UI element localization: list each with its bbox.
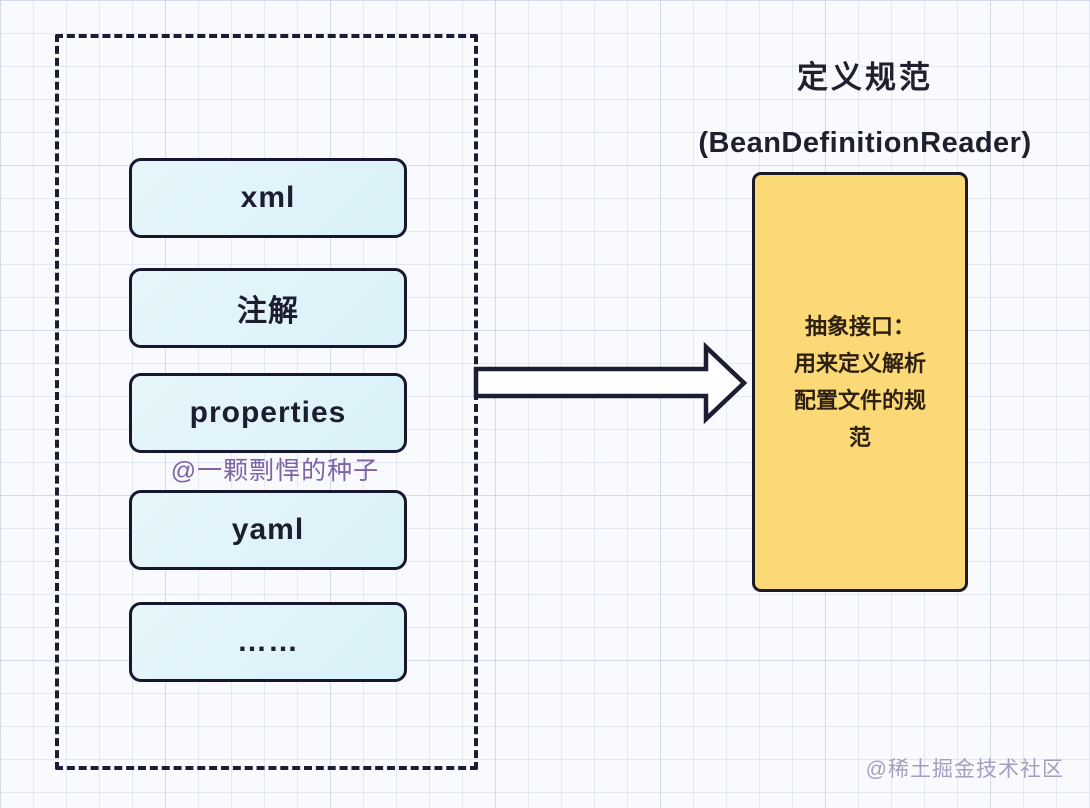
config-source-box-annotation: 注解 xyxy=(129,268,407,348)
config-source-label: …… xyxy=(237,625,299,658)
bean-definition-reader-box: 抽象接口： 用来定义解析 配置文件的规 范 xyxy=(752,172,968,592)
right-arrow-icon xyxy=(473,341,748,425)
config-source-box-yaml: yaml xyxy=(129,490,407,570)
config-source-label: xml xyxy=(240,181,296,214)
config-source-box-properties: properties xyxy=(129,373,407,453)
flow-arrow xyxy=(470,340,755,430)
config-source-label: properties xyxy=(189,396,347,429)
definition-header: 定义规范 (BeanDefinitionReader) xyxy=(645,52,1085,160)
config-source-box-ellipsis: …… xyxy=(129,602,407,682)
config-source-label: yaml xyxy=(231,513,305,546)
config-source-label: 注解 xyxy=(237,295,299,328)
watermark-juejin: @稀土掘金技术社区 xyxy=(865,758,1064,781)
definition-title: 定义规范 xyxy=(797,60,933,95)
watermark-author: @一颗剽悍的种子 xyxy=(170,457,380,485)
config-source-box-xml: xml xyxy=(129,158,407,238)
definition-subtitle: (BeanDefinitionReader) xyxy=(698,127,1032,159)
config-sources-group xyxy=(55,34,478,770)
definition-description: 抽象接口： 用来定义解析 配置文件的规 范 xyxy=(793,314,926,450)
